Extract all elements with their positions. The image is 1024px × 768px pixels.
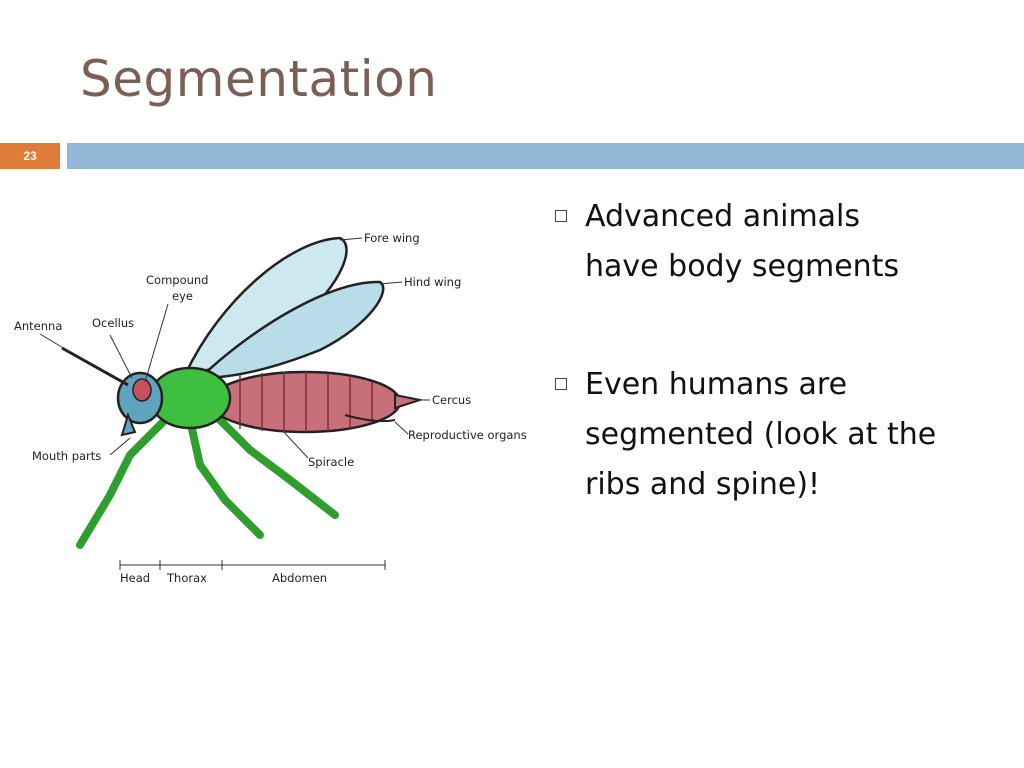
- bullet-line: segmented (look at the: [585, 417, 937, 452]
- slide-title: Segmentation: [80, 50, 438, 108]
- label-spiracle: Spiracle: [308, 455, 354, 469]
- label-head: Head: [120, 571, 150, 585]
- label-hind-wing: Hind wing: [404, 275, 461, 289]
- square-bullet-icon: [555, 378, 567, 390]
- label-reproductive-organs: Reproductive organs: [408, 428, 527, 442]
- bullet-item: Even humans are segmented (look at the r…: [555, 360, 1015, 510]
- square-bullet-icon: [555, 210, 567, 222]
- mouth-parts-shape: [120, 412, 137, 437]
- hind-wing: [196, 280, 385, 380]
- reproductive-shape: [344, 414, 396, 423]
- antenna-shape: [61, 346, 129, 387]
- compound-eye-shape: [132, 378, 152, 402]
- label-thorax: Thorax: [166, 571, 207, 585]
- insect-svg: Fore wing Hind wing Compound eye Antenna…: [14, 231, 527, 585]
- bullet-text: Even humans are segmented (look at the r…: [585, 360, 936, 510]
- bullet-line: have body segments: [585, 249, 900, 284]
- abdomen-segments: [239, 372, 373, 432]
- label-cercus: Cercus: [432, 393, 471, 407]
- label-mouth-parts: Mouth parts: [32, 449, 101, 463]
- label-compound-eye-2: eye: [172, 289, 193, 303]
- cercus-shape: [394, 393, 424, 410]
- bullet-line: ribs and spine)!: [585, 467, 821, 502]
- bullet-text: Advanced animals have body segments: [585, 192, 899, 292]
- slide-number: 23: [0, 143, 60, 169]
- insect-diagram: Fore wing Hind wing Compound eye Antenna…: [0, 210, 560, 610]
- label-compound-eye-1: Compound: [146, 273, 208, 287]
- bullet-line: Even humans are: [585, 367, 848, 402]
- bullet-item: Advanced animals have body segments: [555, 192, 1015, 292]
- bullet-line: Advanced animals: [585, 199, 861, 234]
- hind-leg: [211, 411, 339, 519]
- label-fore-wing: Fore wing: [364, 231, 420, 245]
- bullet-list: Advanced animals have body segments Even…: [555, 192, 1015, 578]
- header-band: [67, 143, 1024, 169]
- front-leg: [76, 416, 169, 549]
- label-antenna: Antenna: [14, 319, 62, 333]
- label-abdomen: Abdomen: [272, 571, 327, 585]
- label-ocellus: Ocellus: [92, 316, 134, 330]
- leader-lines: [39, 237, 430, 570]
- middle-leg: [186, 416, 264, 539]
